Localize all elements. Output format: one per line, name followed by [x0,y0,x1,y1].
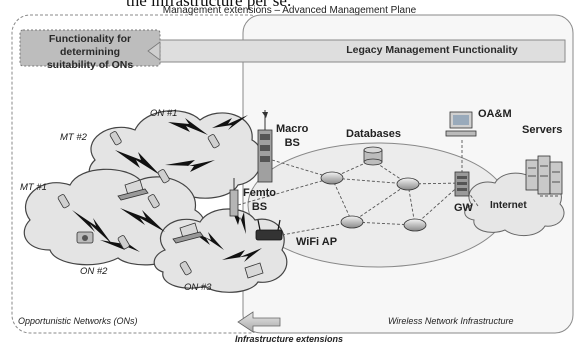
oam-computer-icon [445,111,477,137]
femto-bs-icon [229,178,239,217]
mt2-label: MT #2 [60,132,87,143]
infrastructure-extensions-arrow [237,311,281,333]
femto-bs-line-1: Femto [243,187,276,199]
camera-icon [76,231,94,244]
macro-bs-icon [257,110,273,183]
infrastructure-extensions-label: Infrastructure extensions [235,334,344,344]
router-icons [320,171,427,232]
diagram-title: Management extensions – Advanced Managem… [162,5,417,16]
on2-label: ON #2 [80,266,108,277]
mt1-label: MT #1 [20,182,47,193]
gw-label: GW [454,202,473,214]
management-arrow-icon [147,41,161,61]
wifi-ap-label: WiFi AP [296,236,338,248]
opportunistic-networks-label: Opportunistic Networks (ONs) [18,316,138,326]
servers-icon [525,155,563,195]
servers-label: Servers [522,124,563,136]
database-icon [363,146,383,166]
macro-bs-line-1: Macro [276,123,309,135]
femto-bs-label: Femto BS [243,186,276,214]
wireless-infrastructure-label: Wireless Network Infrastructure [388,316,514,326]
internet-label: Internet [490,200,527,211]
femto-bs-line-2: BS [251,201,268,213]
functionality-box-label: Functionality for determining suitabilit… [20,33,160,72]
gateway-icon [454,171,470,197]
page-text-fragment: the infrastructure per se. [126,0,292,10]
functionality-line-1: Functionality for determining [48,33,132,58]
on3-label: ON #3 [184,282,212,293]
macro-bs-label: Macro BS [276,122,308,150]
mobile-terminal-icons [57,131,220,276]
databases-label: Databases [346,128,402,140]
oam-label: OA&M [478,108,512,120]
on3-cloud [153,208,288,293]
laptop-icons [117,179,264,279]
legacy-management-label: Legacy Management Functionality [346,44,518,56]
macro-bs-line-2: BS [284,137,300,149]
functionality-line-2: suitability of ONs [46,59,134,71]
on1-label: ON #1 [150,108,178,119]
